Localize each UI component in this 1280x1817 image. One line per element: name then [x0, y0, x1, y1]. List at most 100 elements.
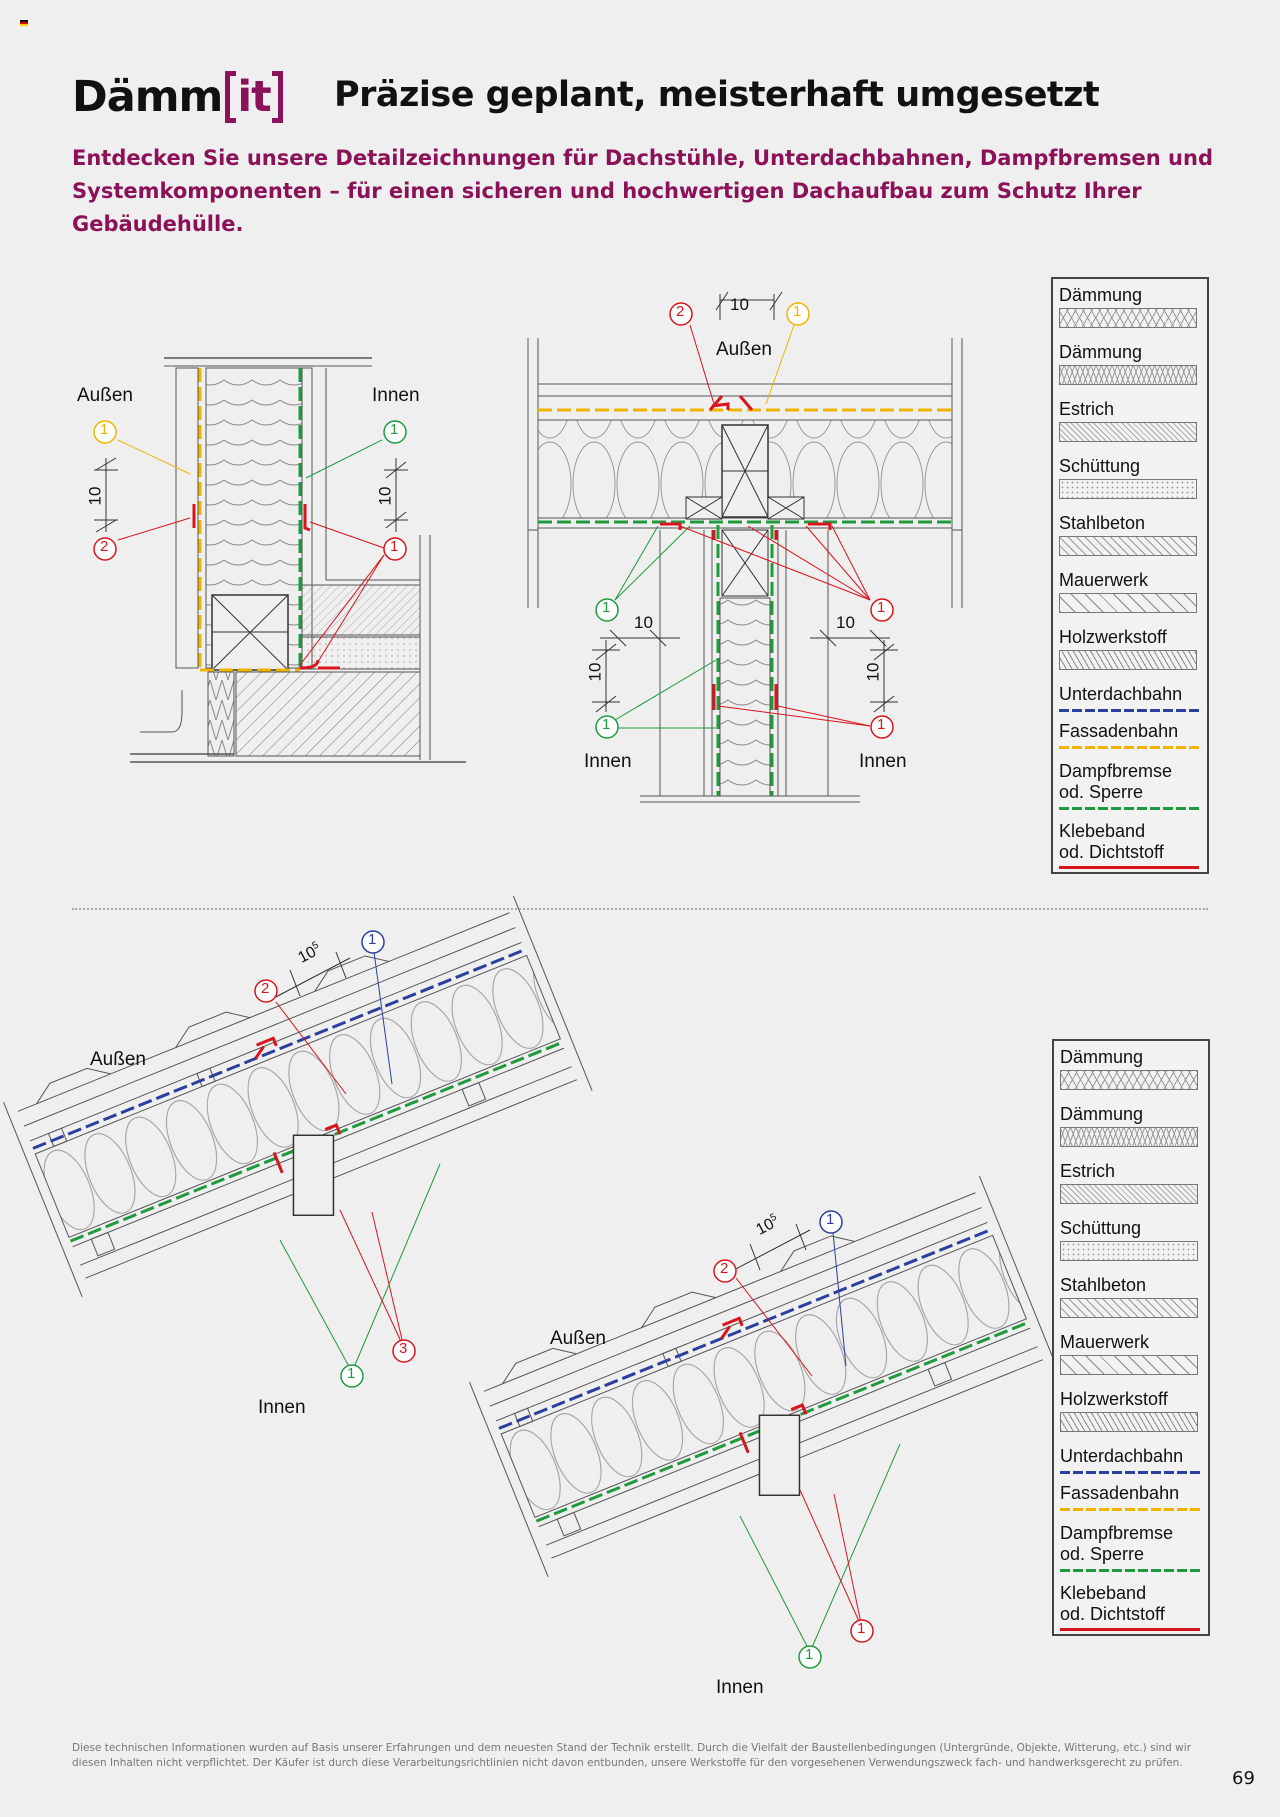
callout-number: 1 — [390, 421, 399, 438]
dimension-label: 10 — [585, 662, 605, 682]
swatch-schuettung — [1059, 479, 1197, 499]
callout-number: 1 — [390, 538, 399, 555]
dimension-label: 10 — [863, 662, 883, 682]
legend-label: Unterdachbahn — [1060, 1446, 1184, 1466]
dimension-label: 10 — [634, 613, 653, 632]
swatch-holzwerkstoff — [1060, 1412, 1198, 1432]
callout-1 — [93, 420, 117, 444]
page-number: 69 — [1232, 1768, 1255, 1789]
legend-label: Dämmung — [1059, 285, 1143, 305]
callout-number: 1 — [805, 1646, 814, 1663]
callout-number: 1 — [100, 421, 109, 438]
line-dampfbremse — [1060, 1569, 1200, 1572]
line-fassadenbahn — [1060, 1508, 1200, 1511]
swatch-estrich — [1059, 422, 1197, 442]
legend-box: Dämmung Dämmung Estrich Schüttung Stahlb… — [1052, 1039, 1210, 1636]
swatch-holzwerkstoff — [1059, 650, 1197, 670]
line-fassadenbahn — [1059, 746, 1199, 749]
legend-label: Holzwerkstoff — [1059, 627, 1167, 647]
page-title: Präzise geplant, meisterhaft umgesetzt — [334, 75, 1100, 115]
drawing-wall-detail — [93, 357, 466, 763]
line-klebeband — [1060, 1628, 1200, 1631]
intro-text: Entdecken Sie unsere Detailzeichnungen f… — [72, 146, 1213, 236]
legend-label: Dämmung — [1060, 1047, 1144, 1067]
callout-number: 1 — [602, 599, 611, 616]
callout-number: 1 — [877, 716, 886, 733]
logo-text-it: it — [237, 72, 271, 122]
legend-label: Dämmung — [1060, 1104, 1144, 1124]
swatch-estrich — [1060, 1184, 1198, 1204]
label-aussen: Außen — [550, 1328, 606, 1349]
swatch-mauerwerk — [1060, 1355, 1198, 1375]
legend-label: Estrich — [1059, 399, 1115, 419]
drawing-pitched-roof-1 — [3, 895, 593, 1297]
legend-label: Unterdachbahn — [1059, 684, 1183, 704]
callout-number: 1 — [877, 599, 886, 616]
drawing-roof-junction — [527, 291, 963, 803]
swatch-schuettung — [1060, 1241, 1198, 1261]
line-unterdachbahn — [1059, 709, 1199, 712]
brand-logo: Dämm it — [72, 71, 283, 123]
legend-label: Schüttung — [1059, 456, 1141, 476]
drawing-pitched-roof-2 — [469, 1175, 1059, 1577]
callout-number: 1 — [368, 931, 377, 948]
section-divider — [72, 908, 1208, 910]
swatch-daemmung-2 — [1060, 1127, 1198, 1147]
legend-label: Schüttung — [1060, 1218, 1142, 1238]
drawing-pitched-roof-2-annotations — [713, 1210, 901, 1669]
dimension-label: 10 — [730, 295, 749, 314]
callout-1 — [383, 537, 407, 561]
label-aussen: Außen — [77, 385, 133, 406]
swatch-mauerwerk — [1059, 593, 1197, 613]
callout-number: 2 — [676, 303, 685, 320]
logo-bracket-left — [225, 71, 237, 123]
callout-number: 1 — [857, 1620, 866, 1637]
callout-number: 2 — [100, 538, 109, 555]
label-aussen: Außen — [90, 1049, 146, 1070]
disclaimer-text: Diese technischen Informationen wurden a… — [72, 1742, 1191, 1769]
label-aussen: Außen — [716, 339, 772, 360]
legend-label: Stahlbeton — [1059, 513, 1146, 533]
label-innen: Innen — [258, 1397, 306, 1418]
swatch-daemmung-2 — [1059, 365, 1197, 385]
logo-text: Dämm — [72, 72, 223, 122]
swatch-daemmung — [1059, 308, 1197, 328]
legend-box: Dämmung Dämmung Estrich Schüttung Stahlb… — [1051, 277, 1209, 874]
line-unterdachbahn — [1060, 1471, 1200, 1474]
line-klebeband — [1059, 866, 1199, 869]
callout-number: 2 — [720, 1260, 729, 1277]
callout-number: 3 — [399, 1340, 408, 1357]
swatch-daemmung — [1060, 1070, 1198, 1090]
dimension-label: 10 — [836, 613, 855, 632]
label-innen: Innen — [372, 385, 420, 406]
callout-1 — [383, 420, 407, 444]
dimension-label: 10 — [85, 486, 105, 506]
language-flag-icon[interactable] — [20, 20, 28, 26]
legend-label: Fassadenbahn — [1059, 721, 1179, 741]
callout-number: 1 — [793, 303, 802, 320]
legend-label: Holzwerkstoff — [1060, 1389, 1168, 1409]
legend-label: Mauerwerk — [1060, 1332, 1150, 1352]
legend-label: Mauerwerk — [1059, 570, 1149, 590]
swatch-stahlbeton — [1060, 1298, 1198, 1318]
callout-number: 1 — [826, 1211, 835, 1228]
label-innen: Innen — [716, 1677, 764, 1698]
callout-number: 1 — [602, 716, 611, 733]
callout-number: 1 — [347, 1365, 356, 1382]
legend-label: Estrich — [1060, 1161, 1116, 1181]
line-dampfbremse — [1059, 807, 1199, 810]
callout-2 — [93, 537, 117, 561]
dimension-label: 10 — [375, 486, 395, 506]
label-innen: Innen — [859, 751, 907, 772]
swatch-stahlbeton — [1059, 536, 1197, 556]
legend-label: Dämmung — [1059, 342, 1143, 362]
logo-bracket-right — [271, 71, 283, 123]
drawing-pitched-roof-1-annotations — [254, 930, 441, 1388]
legend-label: Fassadenbahn — [1060, 1483, 1180, 1503]
label-innen: Innen — [584, 751, 632, 772]
